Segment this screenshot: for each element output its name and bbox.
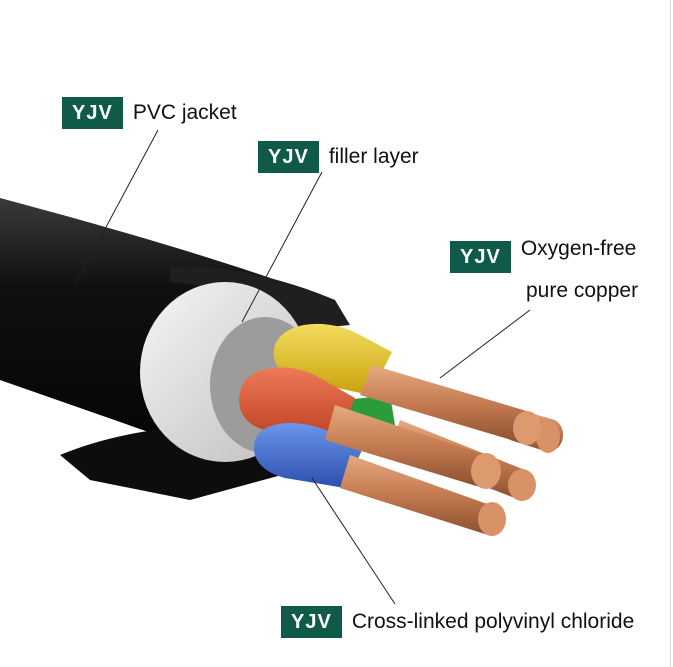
yjv-badge: YJV (62, 97, 123, 129)
insulation-label: Cross-linked polyvinyl chloride (351, 610, 635, 633)
yjv-badge: YJV (450, 241, 511, 273)
yjv-badge: YJV (258, 141, 319, 173)
leader-insulation (311, 477, 396, 605)
copper-conductors (325, 365, 564, 536)
copper-label-line2: pure copper (526, 279, 639, 302)
yjv-badge: YJV (281, 606, 342, 638)
pvc-jacket-label: PVC jacket (132, 101, 237, 124)
right-border (670, 0, 671, 667)
callout-insulation: YJV Cross-linked polyvinyl chloride (281, 606, 634, 638)
callout-pvc-jacket: YJV PVC jacket (62, 97, 237, 129)
leader-pvc-jacket (74, 129, 159, 286)
callout-copper: YJV Oxygen-free (450, 237, 636, 273)
leader-filler-layer (241, 171, 323, 323)
filler-layer-label: filler layer (328, 145, 419, 168)
copper-label-line1: Oxygen-free (520, 237, 637, 260)
callout-filler-layer: YJV filler layer (258, 141, 419, 173)
core-red (239, 367, 355, 445)
leader-copper (439, 309, 531, 379)
